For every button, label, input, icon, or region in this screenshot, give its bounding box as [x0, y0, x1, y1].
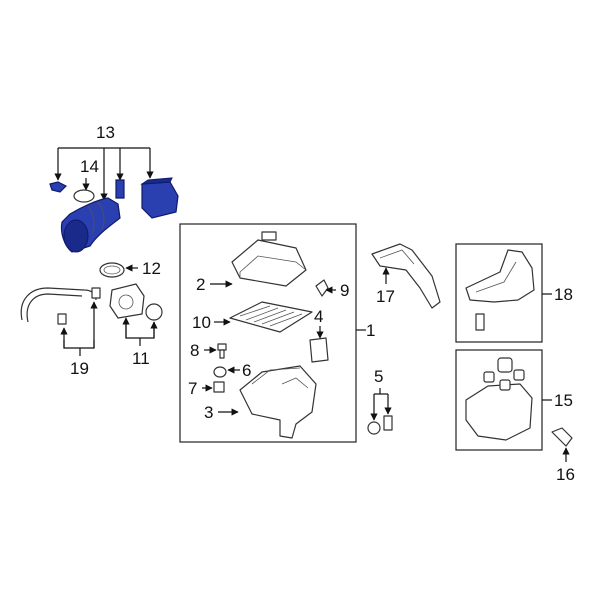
bolt-5 [383, 415, 393, 431]
bushing-7: 7 [188, 379, 225, 398]
clip-9 [315, 279, 329, 297]
housing-body [239, 365, 317, 439]
callout-1: 1 [366, 321, 375, 340]
duct-edge [379, 249, 415, 265]
hose-clamp-14 [73, 189, 95, 203]
duct-body [371, 243, 441, 309]
clip-right [115, 179, 125, 199]
callout-16: 16 [556, 465, 575, 484]
fasteners-5: 5 [367, 367, 393, 435]
callout-5: 5 [374, 367, 383, 386]
bushing-7-body [213, 381, 225, 393]
intake-hose-rib-2 [97, 201, 105, 231]
resonator-tube-18-edge [475, 261, 517, 293]
maf-ring [145, 303, 163, 321]
label-sheet [309, 337, 329, 363]
air-cleaner-cover-2: 2 [196, 231, 307, 294]
grommet-6: 6 [213, 361, 251, 380]
filter-pleats [239, 305, 303, 327]
callout-11: 11 [132, 349, 150, 368]
callout-8: 8 [190, 341, 199, 360]
cover-tab [261, 231, 277, 241]
assembly-box-1 [179, 223, 357, 443]
callout-10: 10 [192, 313, 211, 332]
leader-19-bracket [63, 340, 95, 349]
mount-15-b [483, 371, 495, 383]
resonator-tube-18 [465, 249, 535, 303]
breather-hose-outer [26, 293, 83, 323]
bolt-18 [475, 313, 485, 331]
mount-15-c [513, 369, 525, 381]
callout-6: 6 [242, 361, 251, 380]
breather-hose-19: 19 [20, 287, 101, 378]
mount-15-d [499, 379, 511, 391]
bolt-8-shank [219, 349, 225, 359]
cover-top [231, 239, 307, 287]
callout-18: 18 [554, 285, 573, 304]
intake-hose-rib-1 [87, 205, 95, 235]
callout-19: 19 [70, 359, 89, 378]
lower-housing-3: 3 [204, 365, 317, 439]
clip-left [49, 181, 68, 193]
label-4: 4 [309, 307, 329, 363]
assembly-box-18 [455, 243, 543, 343]
fastener-16-body [551, 427, 573, 447]
grommet-5 [367, 421, 381, 435]
callout-3: 3 [204, 403, 213, 422]
callout-17: 17 [376, 287, 395, 306]
grommet-6-body [213, 366, 227, 378]
hose-clip-a [57, 313, 67, 325]
resonator-body-15 [465, 383, 533, 441]
intake-duct-assembly-highlighted: 13 14 [49, 123, 179, 253]
cover-edge [239, 255, 307, 278]
maf-port [118, 294, 134, 310]
clamp-12-ring [99, 262, 125, 278]
callout-9: 9 [340, 281, 349, 300]
clamp-12-inner [103, 265, 121, 275]
hose-clip-b [91, 287, 101, 299]
intake-hose-mouth [63, 219, 89, 253]
filter-frame [229, 301, 313, 333]
callout-4: 4 [314, 307, 323, 326]
bolt-8-head [217, 343, 227, 351]
callout-15: 15 [554, 391, 573, 410]
housing-rim [251, 367, 301, 385]
fastener-16: 16 [551, 427, 575, 484]
resonator-box-side [140, 177, 173, 185]
callout-2: 2 [196, 275, 205, 294]
leader-11-bracket [125, 322, 155, 339]
bolt-8: 8 [190, 341, 227, 360]
air-duct-17: 17 [371, 243, 441, 309]
callout-7: 7 [188, 379, 197, 398]
callout-13: 13 [96, 123, 115, 142]
callout-12: 12 [142, 259, 161, 278]
air-filter-10: 10 [192, 301, 313, 333]
housing-inner [281, 377, 309, 389]
maf-body [109, 283, 145, 319]
part-9-clip: 9 [315, 279, 349, 300]
resonator-box [141, 181, 179, 219]
callout-14: 14 [80, 157, 99, 176]
clamp-12: 12 [99, 259, 161, 278]
air-flow-sensor-11: 11 [109, 283, 163, 368]
mount-15-a [497, 357, 513, 373]
